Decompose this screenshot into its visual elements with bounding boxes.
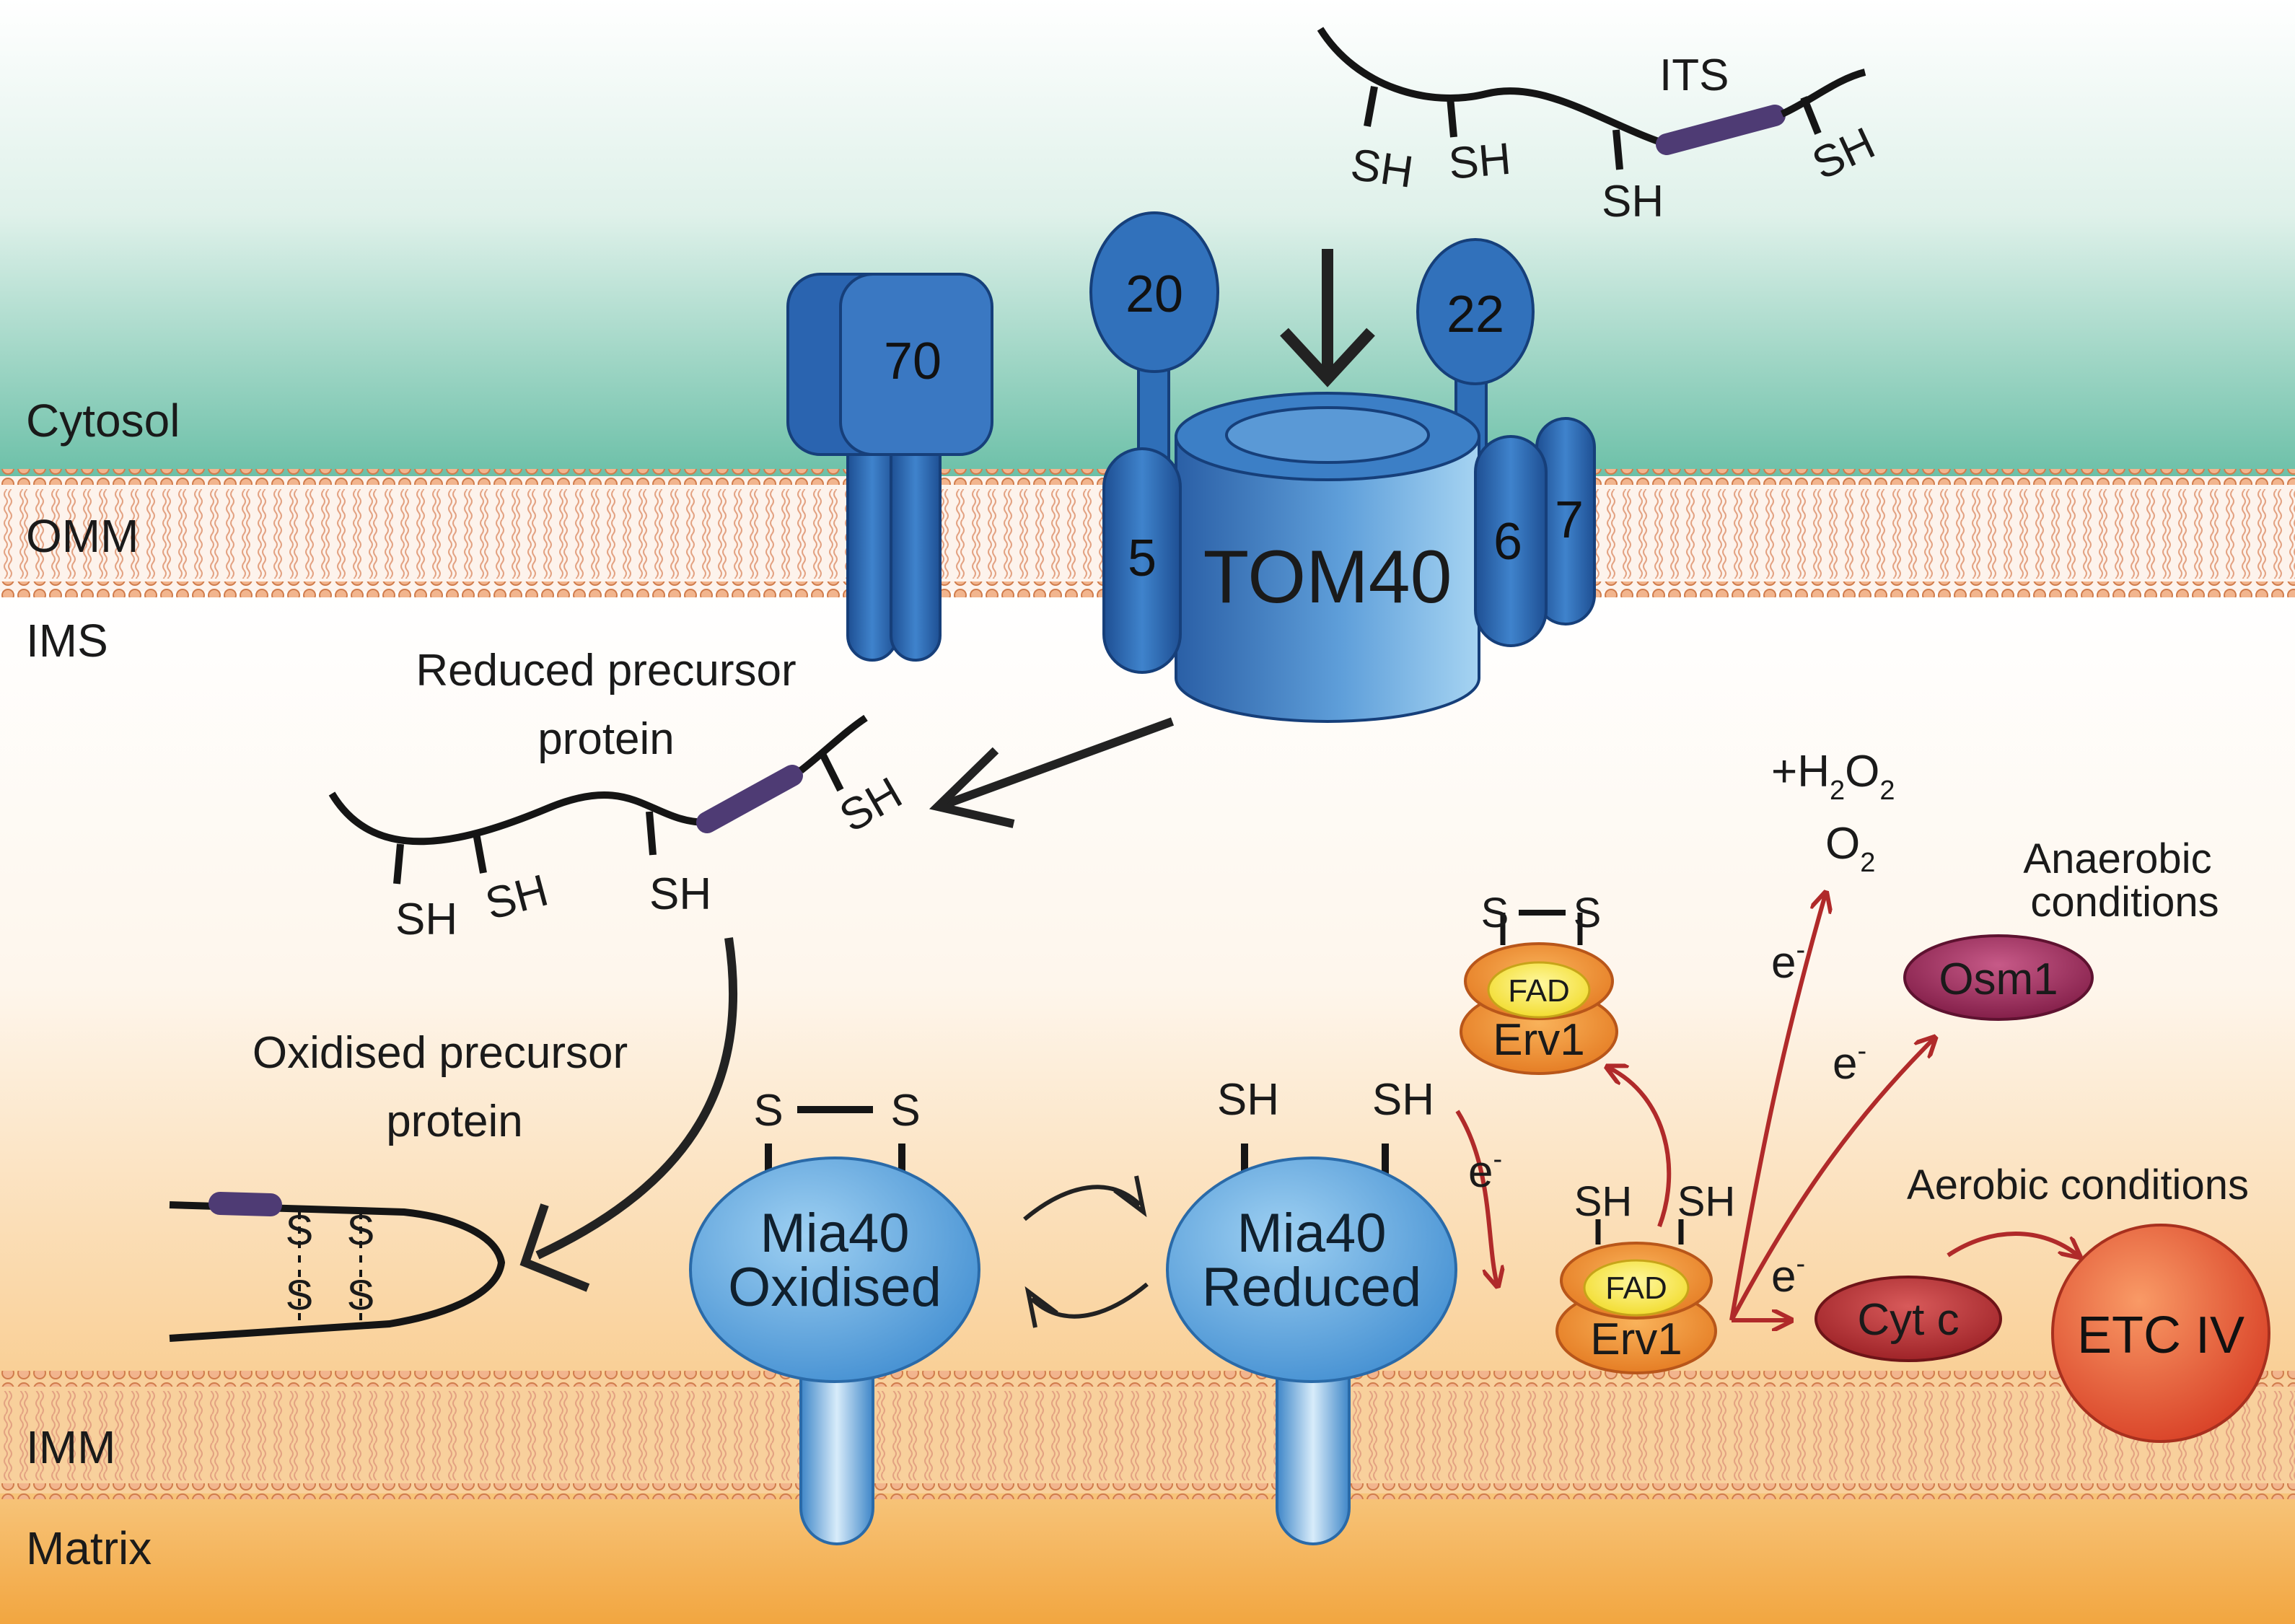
electron-label: e-: [1771, 1249, 1805, 1302]
its-label: ITS: [1659, 51, 1729, 100]
mia40-s: S: [890, 1086, 920, 1136]
tom6-label: 6: [1493, 513, 1522, 571]
tom6-subunit: 6: [1474, 435, 1548, 647]
tom7-subunit: 7: [1535, 417, 1596, 626]
aerobic-label: Aerobic conditions: [1907, 1162, 2249, 1208]
electron-label: e-: [1833, 1036, 1866, 1089]
import-arrow: [1280, 249, 1375, 387]
tom40-label: TOM40: [1203, 535, 1452, 619]
mia40-reduced: SH SH Mia40 Reduced: [1166, 1075, 1457, 1545]
imm-label: IMM: [26, 1421, 115, 1473]
erv1-recycle-arrow: [1609, 1068, 1672, 1228]
tom5-subunit: 5: [1102, 447, 1182, 674]
erv1-s: S: [1574, 890, 1602, 936]
reduced-precursor-label-line2: protein: [537, 714, 675, 764]
tom70-receptor: 70: [786, 273, 993, 662]
oxidised-precursor: Oxidised precursor protein S S S S: [169, 1028, 628, 1342]
sh-label: SH: [649, 869, 711, 919]
its-segment: [696, 765, 803, 833]
omm-label: OMM: [26, 510, 139, 562]
sh-label: SH: [1602, 177, 1664, 227]
tom20-label: 20: [1125, 265, 1183, 323]
anaerobic-label-line2: conditions: [2030, 879, 2219, 926]
osm1-label: Osm1: [1939, 954, 2058, 1004]
mia40-oxidised: S S Mia40 Oxidised: [689, 1086, 980, 1545]
matrix-label: Matrix: [26, 1522, 152, 1574]
to-oxygen-arrow: [1729, 895, 1825, 1321]
mia40-sh: SH: [1372, 1075, 1434, 1125]
disulfide-s: S: [347, 1207, 375, 1254]
h2o2-label: +H2O2: [1771, 747, 1895, 806]
erv1-sh: SH: [1574, 1178, 1633, 1225]
anaerobic-label-line1: Anaerobic: [2023, 835, 2211, 882]
folding-arrow: [519, 937, 738, 1292]
mia40-to-erv1-electron: e-: [1455, 1110, 1502, 1284]
sh-label: SH: [1348, 140, 1416, 198]
osm1-node: [1903, 934, 2094, 1021]
tom22-label: 22: [1447, 286, 1504, 343]
reduced-precursor-label-line1: Reduced precursor: [416, 646, 796, 695]
erv1-oxidised: S S FAD Erv1: [1460, 890, 1618, 1075]
mia40-name: Mia40: [1237, 1203, 1387, 1264]
erv1-sh: SH: [1677, 1178, 1736, 1225]
disulfide-s: S: [347, 1272, 375, 1319]
tom40-barrel: TOM40: [1175, 392, 1480, 723]
oxygen-products: +H2O2 O2: [1771, 747, 1895, 878]
cytc-to-etc-arrow: [1947, 1232, 2078, 1255]
tom-to-ims-arrow: [929, 717, 1175, 828]
ims-label: IMS: [26, 615, 108, 667]
equilibrium-arrows: [1023, 1175, 1149, 1328]
cytosol-label: Cytosol: [26, 395, 180, 447]
erv1-label: Erv1: [1590, 1314, 1682, 1364]
matrix-region: [0, 1493, 2295, 1624]
tom70-label: 70: [884, 333, 942, 390]
erv1-electron-transfers: e- e- e-: [1729, 895, 2078, 1322]
tom7-label: 7: [1555, 491, 1584, 549]
cytc-label: Cyt c: [1857, 1295, 1959, 1345]
mia40-state-oxidised: Oxidised: [728, 1257, 942, 1318]
erv1-reduced: SH SH FAD Erv1: [1555, 1178, 1736, 1374]
etc-iv-label: ETC IV: [2077, 1307, 2244, 1364]
fad-label: FAD: [1508, 973, 1570, 1009]
oxidised-precursor-label-line1: Oxidised precursor: [253, 1028, 628, 1078]
mia40-s: S: [753, 1086, 783, 1136]
mia40-sh: SH: [1217, 1075, 1279, 1125]
mia40-name: Mia40: [760, 1203, 910, 1264]
tom5-label: 5: [1128, 530, 1157, 587]
erv1-s: S: [1481, 890, 1509, 936]
inner-membrane: [0, 1371, 2295, 1499]
mia40-state-reduced: Reduced: [1202, 1257, 1421, 1318]
etc-iv-node: [2051, 1224, 2270, 1443]
erv1-label: Erv1: [1493, 1015, 1584, 1065]
aerobic-pathway: Aerobic conditions Cyt c ETC IV: [1815, 1162, 2270, 1443]
disulfide-s: S: [286, 1272, 314, 1319]
anaerobic-pathway: Anaerobic conditions Osm1: [1903, 835, 2219, 1021]
electron-label: e-: [1771, 935, 1805, 988]
to-osm1-arrow: [1729, 1039, 1934, 1322]
disulfide-s: S: [286, 1207, 314, 1254]
its-segment: [209, 1192, 282, 1216]
oxidised-precursor-label-line2: protein: [386, 1097, 523, 1146]
fad-label: FAD: [1605, 1270, 1667, 1306]
o2-label: O2: [1825, 819, 1875, 878]
tom20-receptor: 20: [1089, 211, 1219, 478]
cytc-node: [1815, 1276, 2002, 1362]
sh-label: SH: [395, 895, 457, 944]
electron-label: e-: [1468, 1144, 1502, 1197]
sh-label: SH: [1447, 134, 1513, 189]
its-segment: [1656, 105, 1786, 155]
cytosolic-precursor: ITS SH SH SH SH: [1317, 27, 1882, 227]
